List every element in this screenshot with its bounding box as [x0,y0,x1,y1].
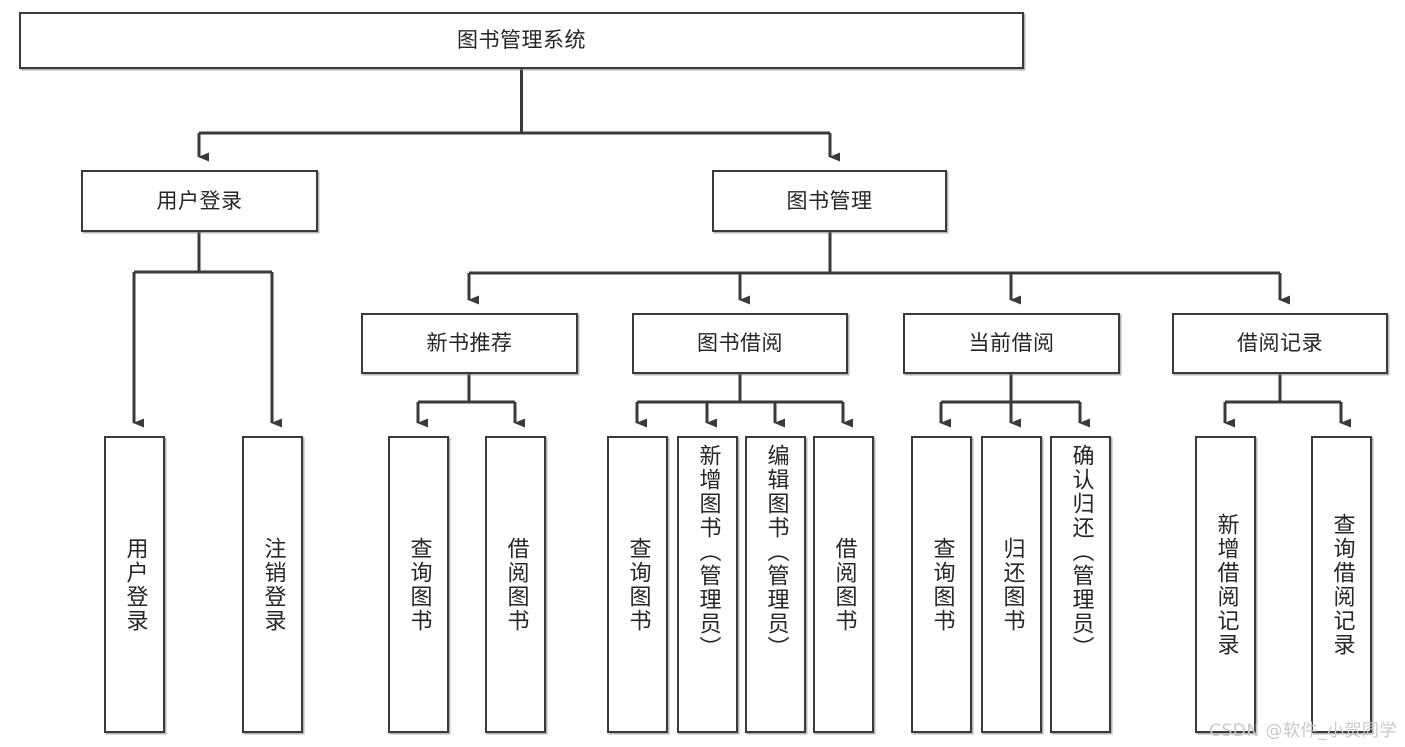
node-leaf-borrow-book-1[interactable]: 借阅图书 [485,436,546,733]
node-current-borrow-label: 当前借阅 [968,331,1055,356]
node-leaf-query-book-3[interactable]: 查询图书 [911,436,972,733]
node-leaf-return-book-label: 归还图书 [999,536,1025,633]
node-leaf-borrow-book-1-label: 借阅图书 [503,536,529,633]
node-leaf-borrow-book-2-label: 借阅图书 [831,536,857,633]
node-leaf-confirm-return[interactable]: 确认归还（管理员） [1050,436,1111,733]
node-leaf-query-record-label: 查询借阅记录 [1329,512,1355,657]
node-leaf-confirm-return-label: 确认归还（管理员） [1068,444,1094,660]
node-leaf-borrow-book-2[interactable]: 借阅图书 [813,436,874,733]
node-borrow-record[interactable]: 借阅记录 [1172,313,1388,374]
node-root[interactable]: 图书管理系统 [19,12,1024,69]
node-leaf-logout[interactable]: 注销登录 [242,436,303,733]
node-leaf-query-book-3-label: 查询图书 [929,536,955,633]
node-borrow-record-label: 借阅记录 [1237,331,1323,356]
node-new-book-recommend-label: 新书推荐 [426,331,513,356]
node-leaf-add-record-label: 新增借阅记录 [1213,512,1239,657]
node-leaf-user-login[interactable]: 用户登录 [104,436,165,733]
node-leaf-edit-book-label: 编辑图书（管理员） [763,444,789,660]
node-leaf-query-book-2[interactable]: 查询图书 [607,436,668,733]
node-leaf-logout-label: 注销登录 [260,536,286,633]
node-book-manage[interactable]: 图书管理 [712,170,947,232]
node-leaf-add-book-label: 新增图书（管理员） [695,444,721,660]
node-leaf-add-book[interactable]: 新增图书（管理员） [677,436,738,733]
node-new-book-recommend[interactable]: 新书推荐 [361,313,578,374]
node-leaf-user-login-label: 用户登录 [122,536,148,633]
node-leaf-query-book-1[interactable]: 查询图书 [388,436,449,733]
node-leaf-query-book-1-label: 查询图书 [406,536,432,633]
node-leaf-edit-book[interactable]: 编辑图书（管理员） [745,436,806,733]
node-user-login[interactable]: 用户登录 [81,170,318,232]
node-user-login-label: 用户登录 [156,188,243,213]
node-root-label: 图书管理系统 [457,28,586,53]
node-leaf-return-book[interactable]: 归还图书 [981,436,1042,733]
node-leaf-query-record[interactable]: 查询借阅记录 [1311,436,1372,733]
node-book-manage-label: 图书管理 [786,188,873,213]
node-leaf-query-book-2-label: 查询图书 [625,536,651,633]
node-book-borrow-label: 图书借阅 [697,331,783,356]
csdn-watermark: CSDN @软件_小贺同学 [1209,721,1397,741]
node-leaf-add-record[interactable]: 新增借阅记录 [1195,436,1256,733]
node-book-borrow[interactable]: 图书借阅 [632,313,848,374]
node-current-borrow[interactable]: 当前借阅 [903,313,1120,374]
